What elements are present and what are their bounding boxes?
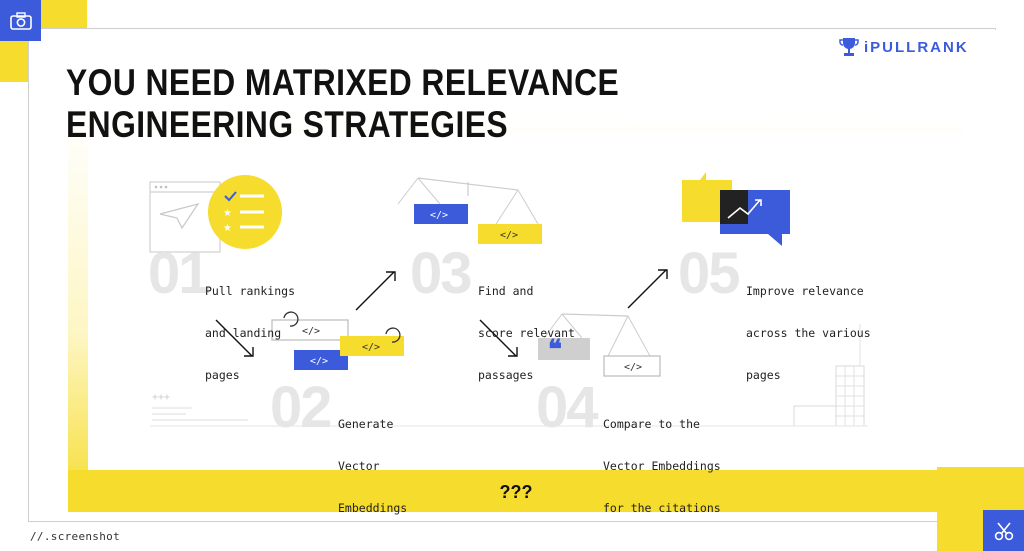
slide-title: YOU NEED MATRIXED RELEVANCE ENGINEERING … [66,62,619,146]
quote-icon: ❝ [548,335,562,365]
arrow-02-to-03 [355,271,396,311]
browser-window-icon [149,181,221,253]
vector-embeddings-icon: </> </> </> [271,311,404,370]
camera-icon [9,11,32,30]
trend-chart-icon [682,172,790,246]
trophy-icon [839,38,859,56]
step-02-text: Generate Vector Embeddings [338,417,408,515]
scale-icon: </> </> [397,177,542,244]
svg-text:★: ★ [223,208,232,219]
decor-lines: +++ [150,324,868,427]
code-label: </> [624,362,642,373]
code-label: </> [302,326,320,337]
step-04-text: Compare to the Vector Embeddings for the… [603,417,721,515]
step-01-text: Pull rankings and landing pages [205,284,296,382]
camera-button[interactable] [0,0,41,41]
code-label: </> [362,342,380,353]
logo-text: iPULLRANK [864,38,969,56]
scissors-icon [994,521,1013,540]
title-line-1: YOU NEED MATRIXED RELEVANCE [66,62,620,103]
citation-scale-icon: ❝ </> [538,313,661,377]
step-01-number: 01 [148,241,210,306]
crop-button[interactable] [983,510,1024,551]
step-04-number: 04 [536,375,598,440]
step-02-number: 02 [270,375,332,440]
yellow-bottom-bar [68,470,964,512]
step-05-number: 05 [678,241,740,306]
process-diagram: ★ ★ </> </> </> </> </> [149,172,868,427]
step-05-text: Improve relevance across the various pag… [746,284,871,382]
checklist-icon: ★ ★ [208,175,282,249]
bottom-caption: ??? [499,482,533,502]
footer-label: //.screenshot [30,530,120,543]
arrow-03-to-04 [479,319,518,357]
svg-text:+++: +++ [152,392,170,403]
code-label: </> [500,230,518,241]
arrow-04-to-05 [627,269,668,309]
refresh-icon [283,311,299,327]
arrow-01-to-02 [215,319,254,357]
svg-text:★: ★ [223,223,232,234]
title-line-2: ENGINEERING STRATEGIES [66,104,509,145]
refresh-icon [385,327,401,343]
ipullrank-logo: iPULLRANK [838,36,969,58]
step-03-number: 03 [410,241,472,306]
step-03-text: Find and score relevant passages [478,284,575,382]
code-label: </> [430,210,448,221]
code-label: </> [310,356,328,367]
